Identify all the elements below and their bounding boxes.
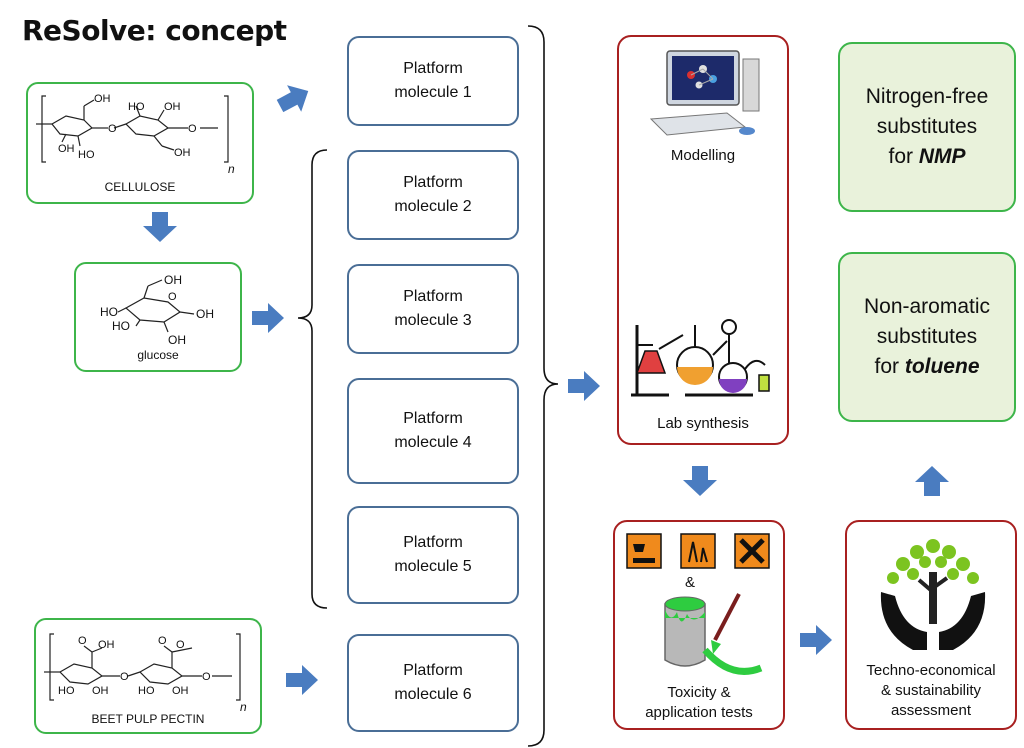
assessment-label-line3: assessment — [890, 702, 972, 719]
toxicity-label-line1: Toxicity & — [667, 684, 731, 701]
modelling-label: Modelling — [670, 147, 736, 164]
platform-label-line2: molecule 2 — [394, 198, 472, 215]
svg-text:O: O — [120, 671, 129, 683]
pectin-label: BEET PULP PECTIN — [91, 712, 205, 726]
outcome-nmp-line2: substitutes — [876, 115, 978, 138]
cellulose-group-5: HO — [78, 149, 95, 161]
arrow-assessment-to-outcomes — [915, 466, 949, 496]
glucose-box: OH HO HO OH OH O glucose — [74, 262, 242, 372]
paint-can-icon — [664, 593, 763, 675]
svg-text:O: O — [188, 123, 197, 135]
outcome-toluene-emphasis: toluene — [904, 355, 980, 378]
platform-molecule-6: Platform molecule 6 — [347, 634, 519, 732]
arrow-glucose-to-platforms — [252, 303, 284, 333]
pectin-group-4: OH — [92, 685, 109, 697]
platform-label-line1: Platform — [403, 288, 463, 305]
svg-text:O: O — [202, 671, 211, 683]
outcome-nmp-emphasis: NMP — [918, 145, 966, 168]
platform-label-line1: Platform — [403, 60, 463, 77]
left-brace — [297, 149, 328, 609]
glucose-label: glucose — [137, 348, 179, 362]
glucose-group-2: HO — [100, 305, 118, 319]
outcome-toluene-line2: substitutes — [876, 325, 978, 348]
pectin-group-1: OH — [98, 639, 115, 651]
platform-label-line1: Platform — [403, 534, 463, 551]
arrow-platforms-to-modelling — [568, 371, 600, 401]
svg-text:O: O — [158, 635, 167, 647]
ampersand-label: & — [685, 574, 696, 591]
platform-label-line1: Platform — [403, 410, 463, 427]
glucose-group-5: OH — [168, 333, 186, 347]
platform-molecule-1: Platform molecule 1 — [347, 36, 519, 126]
cellulose-group-3: OH — [164, 101, 181, 113]
assessment-box: Techno-economical & sustainability asses… — [845, 520, 1017, 730]
assessment-label-line1: Techno-economical — [866, 662, 996, 679]
hazard-symbols-icon — [626, 533, 770, 569]
tree-hands-icon — [880, 539, 986, 650]
outcome-nmp-box: Nitrogen-free substitutes for NMP — [838, 42, 1016, 212]
cellulose-group-6: OH — [174, 147, 191, 159]
outcome-toluene-box: Non-aromatic substitutes for toluene — [838, 252, 1016, 422]
arrow-pectin-to-platform6 — [286, 665, 318, 695]
pectin-group-5: HO — [138, 685, 155, 697]
right-brace — [527, 25, 559, 747]
platform-molecule-2: Platform molecule 2 — [347, 150, 519, 240]
platform-label-line1: Platform — [403, 174, 463, 191]
cellulose-box: OH HO OH OH HO OH O O CELLULOSE — [26, 82, 254, 204]
lab-glassware-icon — [631, 319, 770, 397]
toxicity-box: & Toxicity & application tests — [613, 520, 785, 730]
pectin-structure-icon: OH O HO OH HO OH O O O O — [44, 633, 241, 701]
svg-text:O: O — [108, 123, 117, 135]
toxicity-label-line2: application tests — [645, 704, 753, 721]
modelling-synthesis-box: Modelling Lab synthesis — [617, 35, 789, 445]
computer-icon — [649, 50, 760, 136]
outcome-nmp-line3: for NMP — [888, 145, 966, 168]
pectin-group-2: O — [176, 639, 185, 651]
platform-label-line2: molecule 4 — [394, 434, 472, 451]
cellulose-group-4: OH — [58, 143, 75, 155]
platform-label-line1: Platform — [403, 662, 463, 679]
lab-synthesis-label: Lab synthesis — [657, 415, 749, 432]
pectin-group-6: OH — [172, 685, 189, 697]
pectin-box: OH O HO OH HO OH O O O O BEET PULP PECTI… — [34, 618, 262, 734]
outcome-toluene-line1: Non-aromatic — [863, 295, 991, 318]
cellulose-group-1: OH — [94, 93, 111, 105]
glucose-structure-icon: OH HO HO OH OH O — [100, 273, 214, 347]
glucose-group-1: OH — [164, 273, 182, 287]
cellulose-group-2: HO — [128, 101, 145, 113]
cellulose-label: CELLULOSE — [104, 180, 176, 194]
platform-molecule-3: Platform molecule 3 — [347, 264, 519, 354]
glucose-group-3: HO — [112, 319, 130, 333]
cellulose-subscript: n — [228, 162, 235, 176]
assessment-label-line2: & sustainability — [880, 682, 982, 699]
glucose-group-4: OH — [196, 307, 214, 321]
svg-text:O: O — [78, 635, 87, 647]
pectin-group-3: HO — [58, 685, 75, 697]
platform-molecule-4: Platform molecule 4 — [347, 378, 519, 484]
cellulose-structure-icon: OH HO OH OH HO OH O O — [36, 93, 229, 163]
arrow-cellulose-to-platform1 — [272, 77, 316, 120]
pectin-subscript: n — [240, 700, 247, 714]
outcome-nmp-line1: Nitrogen-free — [865, 85, 989, 108]
svg-text:O: O — [168, 291, 177, 303]
outcome-toluene-line3: for toluene — [874, 355, 980, 378]
platform-molecule-5: Platform molecule 5 — [347, 506, 519, 604]
arrow-toxicity-to-assessment — [800, 625, 832, 655]
platform-label-line2: molecule 1 — [394, 84, 472, 101]
platform-label-line2: molecule 3 — [394, 312, 472, 329]
platform-label-line2: molecule 6 — [394, 686, 472, 703]
arrow-lab-to-toxicity — [683, 466, 717, 496]
arrow-cellulose-to-glucose — [143, 212, 177, 242]
page-title: ReSolve: concept — [22, 14, 287, 47]
platform-label-line2: molecule 5 — [394, 558, 472, 575]
